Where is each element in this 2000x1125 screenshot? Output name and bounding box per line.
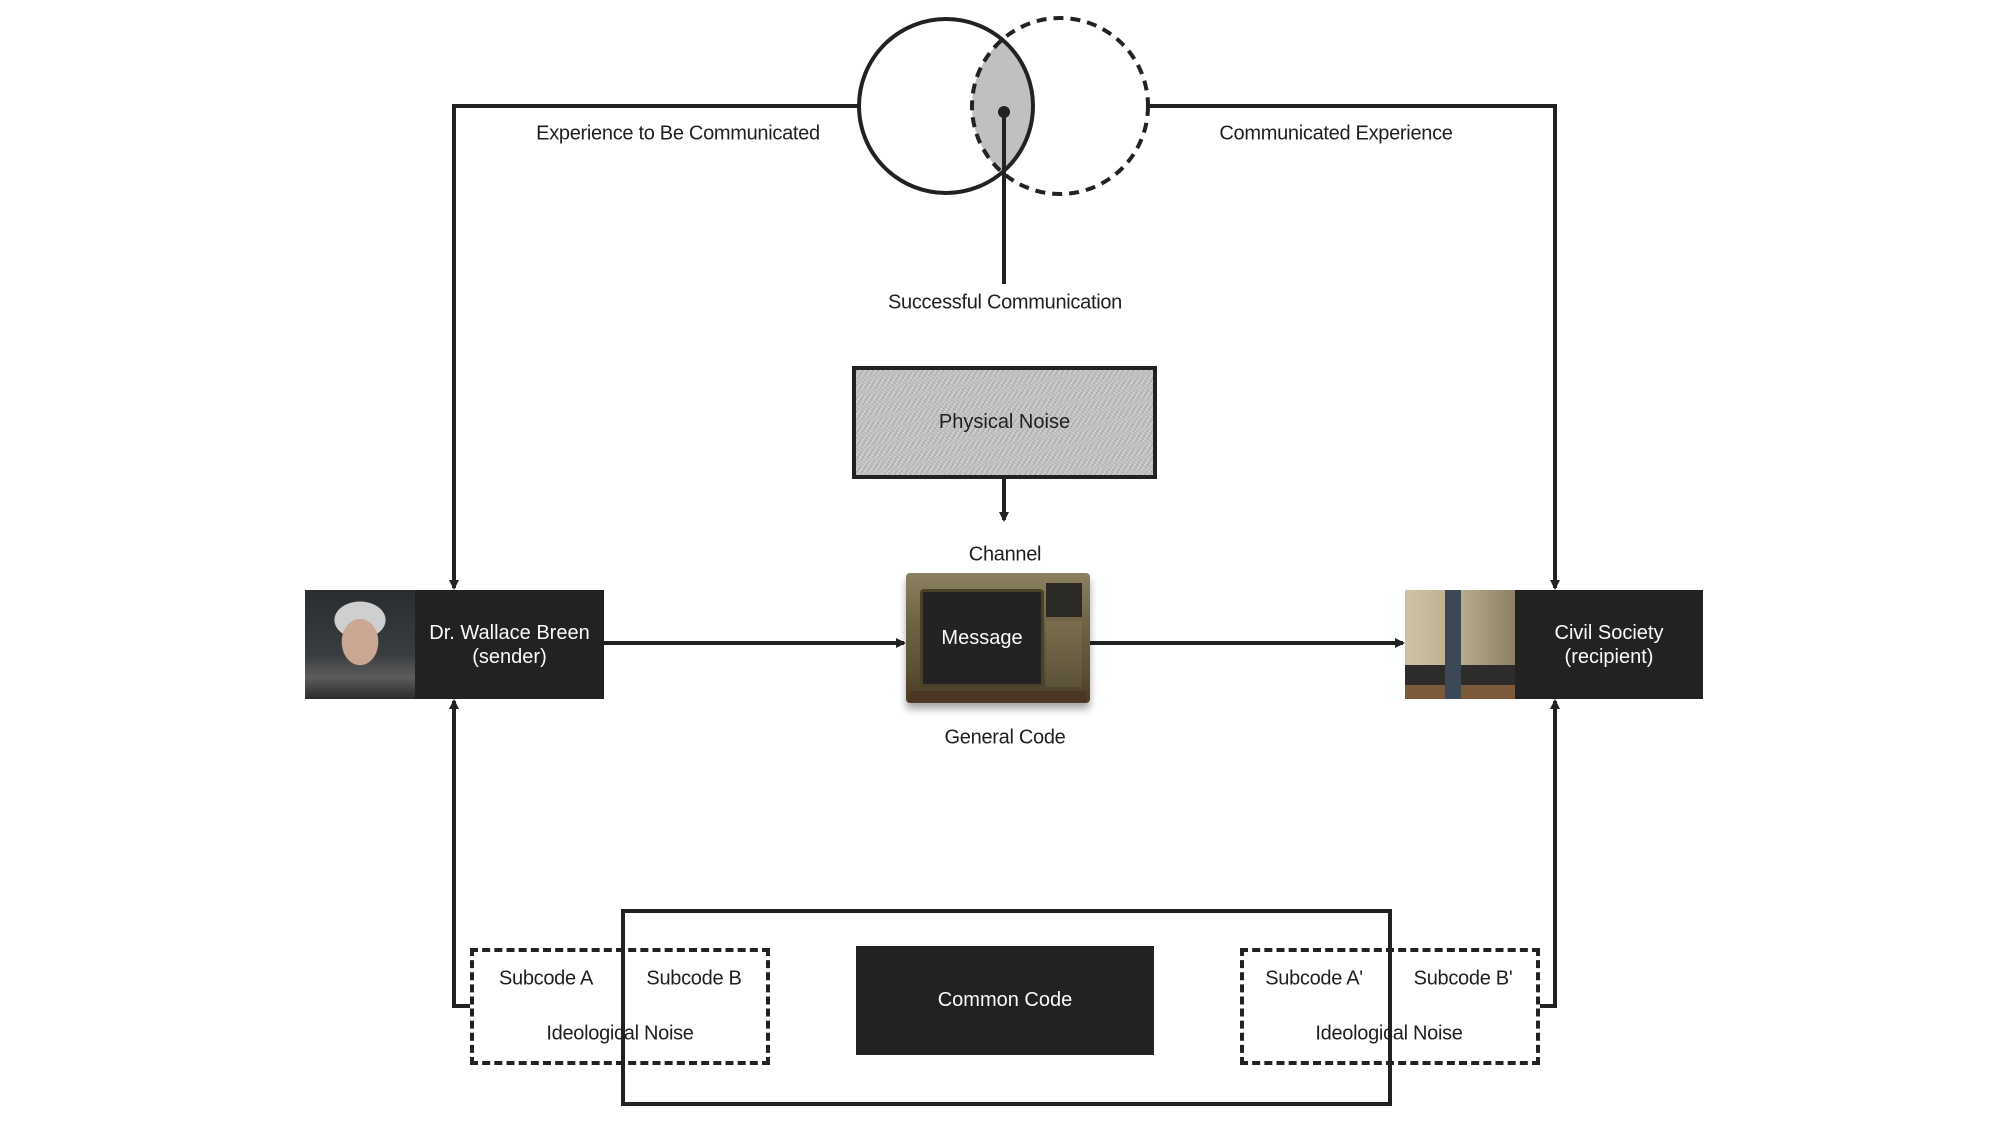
physical-noise-box: Physical Noise — [852, 366, 1157, 479]
overlap-region — [972, 19, 1033, 193]
general-code-label: General Code — [944, 726, 1066, 749]
recipient-name: Civil Society — [1554, 621, 1664, 644]
message-label: Message — [941, 626, 1023, 649]
tv-control-panel — [1046, 583, 1082, 617]
sender-role: (sender) — [472, 645, 547, 668]
recipient-experience-circle — [970, 16, 1150, 196]
right-subcode-a-label: Subcode A' — [1265, 967, 1363, 990]
subcode-to-recipient-arrow — [1540, 699, 1560, 1008]
code-frame — [621, 909, 1392, 1106]
tv-message-node: Message — [906, 573, 1090, 703]
right-ideological-noise-label: Ideological Noise — [1315, 1022, 1463, 1045]
right-subcode-group — [1240, 948, 1540, 1065]
experience-to-be-communicated-label: Experience to Be Communicated — [536, 122, 820, 145]
channel-label: Channel — [968, 543, 1042, 566]
sender-portrait-image — [305, 590, 415, 699]
recipient-role: (recipient) — [1564, 645, 1654, 668]
tv-base — [910, 691, 1086, 701]
tv-screen: Message — [920, 589, 1044, 687]
left-subcode-group — [470, 948, 770, 1065]
left-subcode-a-label: Subcode A — [498, 967, 594, 990]
recipient-scene-image — [1405, 590, 1515, 699]
physical-noise-label: Physical Noise — [938, 411, 1071, 433]
sender-node: Dr. Wallace Breen (sender) — [305, 590, 604, 699]
experience-line-left — [449, 104, 859, 590]
common-code-label: Common Code — [937, 989, 1073, 1011]
left-ideological-noise-label: Ideological Noise — [546, 1022, 694, 1045]
tv-speaker-panel — [1046, 621, 1082, 687]
recipient-node: Civil Society (recipient) — [1405, 590, 1703, 699]
communicated-experience-label: Communicated Experience — [1219, 122, 1453, 145]
subcode-to-sender-arrow — [449, 699, 470, 1008]
left-subcode-b-label: Subcode B — [646, 967, 742, 990]
right-subcode-b-label: Subcode B' — [1413, 967, 1513, 990]
sender-name: Dr. Wallace Breen — [429, 621, 590, 644]
sender-experience-circle — [857, 17, 1035, 195]
successful-communication-label: Successful Communication — [887, 291, 1123, 314]
experience-line-right — [1148, 104, 1560, 590]
common-code-box: Common Code — [856, 946, 1154, 1055]
